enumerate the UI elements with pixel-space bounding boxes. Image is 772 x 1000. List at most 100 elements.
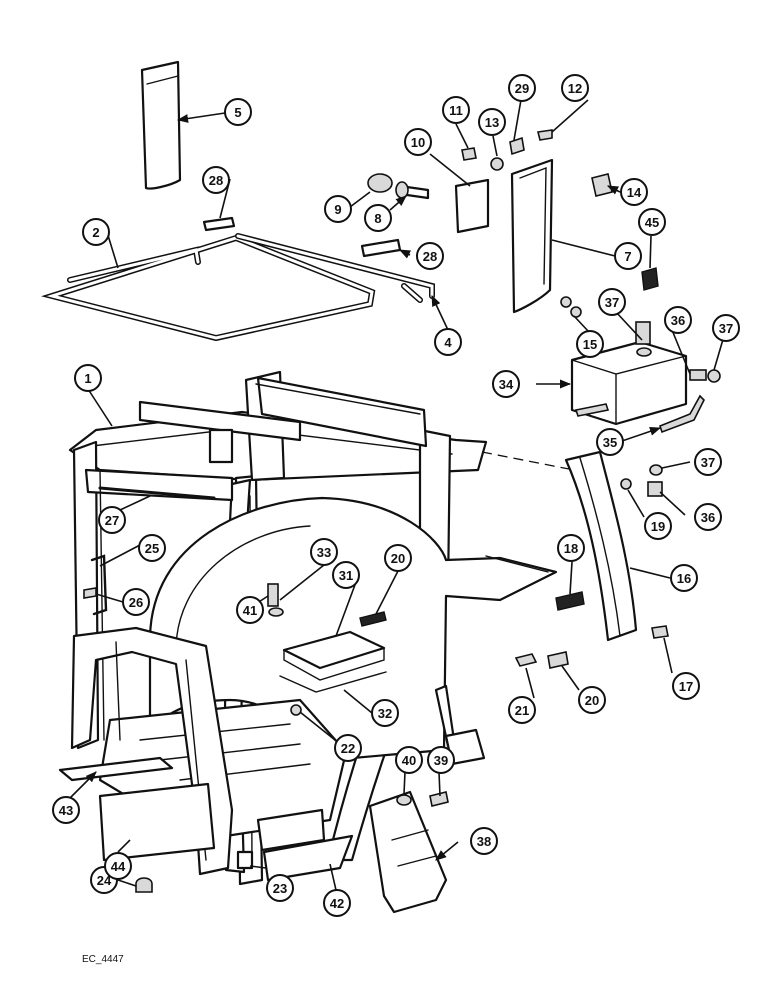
callout-12: 12 [561,74,589,102]
part-38-step [368,790,448,914]
callout-4: 4 [434,328,462,356]
callout-13: 13 [478,108,506,136]
callout-circle [492,370,520,398]
part-35-bracket [574,403,610,417]
part-36-bolt-a [635,321,651,345]
callout-circle [644,512,672,540]
callout-circle [324,195,352,223]
callout-number: 37 [605,295,619,310]
callout-number: 19 [651,519,665,534]
callout-circle [596,428,624,456]
callout-circle [694,503,722,531]
callout-14: 14 [620,178,648,206]
part-37-washer-a [636,347,652,357]
callout-32: 32 [371,699,399,727]
parts-illustration [41,60,721,914]
callout-1: 1 [74,364,102,392]
callout-circle [442,96,470,124]
callout-number: 33 [317,545,331,560]
callout-number: 21 [515,703,529,718]
part-13-washer [490,157,504,171]
callout-28: 28 [202,166,230,194]
callout-circle [470,827,498,855]
callout-2: 2 [82,218,110,246]
part-4-seal-section [235,233,435,303]
callout-circle [384,544,412,572]
callout-20: 20 [384,544,412,572]
callout-number: 22 [341,741,355,756]
callout-number: 16 [677,571,691,586]
callout-circle [266,874,294,902]
part-14-bracket [591,173,613,197]
callout-17: 17 [672,672,700,700]
callout-circle [82,218,110,246]
callout-circle [98,506,126,534]
callout-circle [323,889,351,917]
part-37-washer-c [649,464,663,476]
callout-circle [202,166,230,194]
callout-circle [670,564,698,592]
part-36-bolt-b [689,369,707,381]
callout-circle [138,534,166,562]
part-2-roof-seal [41,234,376,342]
callout-29: 29 [508,74,536,102]
callout-36: 36 [694,503,722,531]
part-40-washer [396,794,412,806]
callout-38: 38 [470,827,498,855]
callout-circle [364,204,392,232]
part-39-bolt [429,791,449,807]
part-10-plate [454,178,490,234]
callout-16: 16 [670,564,698,592]
callout-37: 37 [694,448,722,476]
callout-circle [578,686,606,714]
callout-circle [478,108,506,136]
part-28-seal-block-b [360,238,402,258]
callout-circle [52,796,80,824]
callout-circle [427,746,455,774]
part-36-bolt-c [647,481,663,497]
callout-number: 44 [111,859,126,874]
callout-circle [664,306,692,334]
callout-5: 5 [224,98,252,126]
callout-number: 40 [402,753,416,768]
callout-circle [395,746,423,774]
callout-circle [614,242,642,270]
callout-23: 23 [266,874,294,902]
callout-27: 27 [98,506,126,534]
part-25-handle [90,554,108,616]
callout-circle [371,699,399,727]
callout-number: 28 [209,173,223,188]
callout-9: 9 [324,195,352,223]
callout-31: 31 [332,561,360,589]
part-24-grommet [135,877,153,893]
part-15-nut-a [560,296,572,308]
callout-39: 39 [427,746,455,774]
callout-number: 1 [84,371,91,386]
callout-number: 4 [444,335,452,350]
callout-number: 36 [701,510,715,525]
part-45-clip [641,267,659,291]
callout-circle [224,98,252,126]
callout-circle [557,534,585,562]
callout-number: 45 [645,215,659,230]
callout-number: 32 [378,706,392,721]
callout-circle [332,561,360,589]
callout-18: 18 [557,534,585,562]
callout-circle [576,330,604,358]
part-18-clip [555,591,585,611]
callout-layer: 1245789101112131415161718192020212223242… [52,74,740,917]
part-15-nut-b [570,306,582,318]
drawing-reference: EC_4447 [82,954,124,965]
callout-number: 5 [234,105,241,120]
callout-circle [598,288,626,316]
callout-circle [74,364,102,392]
callout-circle [310,538,338,566]
part-41-bolt [267,583,279,607]
callout-number: 42 [330,896,344,911]
callout-circle [672,672,700,700]
callout-28: 28 [416,242,444,270]
callout-number: 37 [701,455,715,470]
callout-circle [508,696,536,724]
callout-36: 36 [664,306,692,334]
callout-number: 25 [145,541,159,556]
